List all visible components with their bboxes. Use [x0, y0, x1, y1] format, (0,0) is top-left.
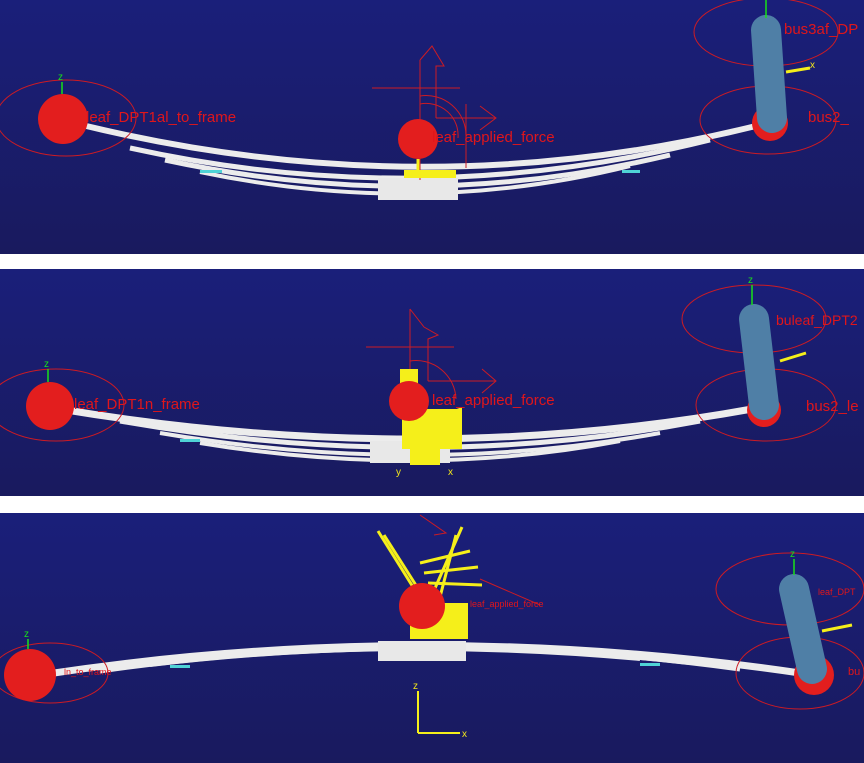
viewport-canvas-1[interactable]: z leaf_DPT1al_to_frame leaf_applied_forc… — [0, 0, 864, 254]
shackle-link[interactable] — [751, 15, 787, 133]
frame-mount-label[interactable]: leaf_DPT1al_to_frame — [86, 109, 236, 126]
triad-x-label: x — [462, 729, 467, 740]
global-axis-triad: z x — [413, 681, 467, 740]
frame-bushing[interactable] — [4, 649, 56, 701]
force-vector-glyph — [821, 623, 853, 633]
leaf-clamp-block[interactable] — [378, 641, 466, 661]
axis-x-label: x — [810, 60, 815, 71]
viewport-canvas-3[interactable]: z ln_to_frame leaf_applied_force z x z l… — [0, 513, 864, 763]
force-vector-glyph — [376, 526, 483, 602]
axis-z-label: z — [748, 275, 753, 286]
frame-mount-label[interactable]: ln_to_frame — [64, 667, 112, 677]
leaf-tip-marker — [622, 170, 640, 173]
bushing-marker-ring — [0, 368, 125, 442]
viewport-panel-3[interactable]: z ln_to_frame leaf_applied_force z x z l… — [0, 513, 864, 763]
axis-z-label: z — [58, 72, 63, 83]
shackle-top-label[interactable]: buleaf_DPT2 — [776, 312, 858, 328]
leaf-tip-marker — [640, 663, 660, 666]
applied-force-label[interactable]: leaf_applied_force — [432, 392, 555, 409]
frame-mount-label[interactable]: leaf_DPT1n_frame — [74, 396, 200, 413]
frame-bushing[interactable] — [38, 94, 88, 144]
shackle-bottom-label[interactable]: bu — [848, 666, 860, 678]
bushing-marker-ring — [0, 642, 109, 704]
applied-force-label[interactable]: leaf_applied_force — [470, 599, 544, 609]
force-vector-glyph — [400, 369, 462, 465]
force-application-sphere[interactable] — [399, 583, 445, 629]
shackle-link[interactable] — [739, 304, 779, 420]
shackle-top-label[interactable]: leaf_DPT — [818, 587, 856, 597]
frame-bushing[interactable] — [26, 382, 74, 430]
leaf-clamp-block[interactable] — [378, 178, 458, 200]
leaf-tip-marker — [200, 170, 222, 173]
leaf-tip-marker — [180, 439, 200, 442]
leaf-tip-marker — [170, 665, 190, 668]
axis-z-label: z — [44, 359, 49, 370]
force-arrow-icon — [372, 45, 497, 180]
force-vector-glyph — [404, 170, 456, 178]
force-application-sphere[interactable] — [389, 381, 429, 421]
shackle-link[interactable] — [779, 574, 827, 684]
force-vector-glyph — [785, 66, 811, 74]
shackle-bottom-label[interactable]: bus2_ — [808, 109, 850, 126]
shackle-top-label[interactable]: bus3af_DP — [784, 21, 858, 38]
axis-z-label: z — [24, 629, 29, 640]
force-arrow-icon — [419, 514, 541, 606]
axis-z-label: z — [790, 549, 795, 560]
force-application-sphere[interactable] — [398, 119, 438, 159]
axis-x-label: x — [448, 467, 453, 478]
axis-y-label: y — [396, 467, 401, 478]
shackle-bottom-label[interactable]: bus2_le — [806, 398, 859, 415]
force-vector-glyph — [779, 351, 807, 363]
viewport-canvas-2[interactable]: z leaf_DPT1n_frame leaf_applied_force y … — [0, 269, 864, 496]
viewport-panel-1[interactable]: z leaf_DPT1al_to_frame leaf_applied_forc… — [0, 0, 864, 254]
triad-z-label: z — [413, 681, 418, 692]
bushing-marker-ring — [0, 79, 137, 157]
applied-force-label[interactable]: leaf_applied_force — [432, 129, 555, 146]
viewport-panel-2[interactable]: z leaf_DPT1n_frame leaf_applied_force y … — [0, 269, 864, 496]
